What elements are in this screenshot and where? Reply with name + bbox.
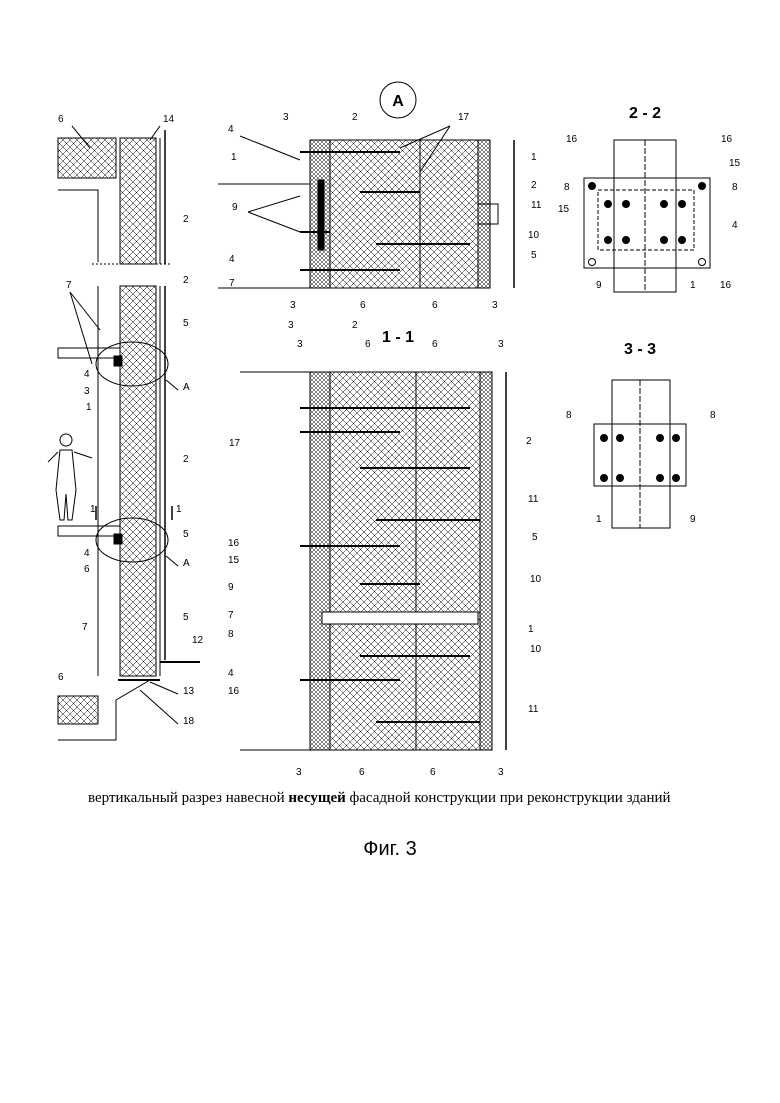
callout-detailA-2: 2 [352, 112, 358, 123]
callout-s22-1: 1 [690, 280, 696, 291]
callout-detailA-6: 6 [432, 300, 438, 311]
callout-s22-8: 8 [564, 182, 570, 193]
callout-s11-6: 6 [430, 767, 436, 778]
detail-a-view [218, 82, 514, 288]
callout-s11-6: 6 [432, 339, 438, 350]
callout-s11-3: 3 [498, 767, 504, 778]
figure-caption: вертикальный разрез навесной несущей фас… [88, 788, 708, 808]
callout-s11-6: 6 [359, 767, 365, 778]
callout-left-5: 5 [183, 529, 189, 540]
callout-s11-10: 10 [530, 574, 542, 585]
callout-s33-8: 8 [710, 410, 716, 421]
callout-left-4: 4 [84, 369, 90, 380]
facade-drawing: A 1 - 1 2 - 2 3 - 3 614225743А121154А675… [0, 0, 780, 780]
callout-left-1: 1 [86, 402, 92, 413]
callout-left-4: 4 [84, 548, 90, 559]
callout-s22-15: 15 [558, 204, 570, 215]
callout-detailA-4: 4 [229, 254, 235, 265]
callout-s22-16: 16 [720, 280, 732, 291]
callout-s22-8: 8 [732, 182, 738, 193]
callout-s22-9: 9 [596, 280, 602, 291]
caption-text-before: вертикальный разрез навесной [88, 790, 288, 806]
callout-left-12: 12 [192, 635, 204, 646]
callout-detailA-1: 1 [531, 152, 537, 163]
callout-s11-11: 11 [528, 704, 539, 715]
figure-label: Фиг. 3 [0, 838, 780, 861]
callout-s11-3: 3 [498, 339, 504, 350]
callout-left-2: 2 [183, 214, 189, 225]
callout-left-А: А [183, 558, 190, 569]
callout-s11-9: 9 [228, 582, 234, 593]
callout-detailA-3: 3 [283, 112, 289, 123]
callout-left-3: 3 [84, 386, 90, 397]
callout-s33-1: 1 [596, 514, 602, 525]
callout-s33-9: 9 [690, 514, 696, 525]
callout-s22-16: 16 [721, 134, 733, 145]
callout-s11-6: 6 [365, 339, 371, 350]
callout-left-13: 13 [183, 686, 195, 697]
callout-detailA-2: 2 [352, 320, 358, 331]
callout-left-5: 5 [183, 318, 189, 329]
callout-s11-11: 11 [528, 494, 539, 505]
section-1-1-title: 1 - 1 [382, 329, 414, 346]
callout-s33-8: 8 [566, 410, 572, 421]
callout-s11-2: 2 [526, 436, 532, 447]
callout-s11-8: 8 [228, 629, 234, 640]
callout-left-7: 7 [82, 622, 88, 633]
section-2-2-view [584, 140, 710, 292]
callout-detailA-6: 6 [360, 300, 366, 311]
callout-s22-4: 4 [732, 220, 738, 231]
callout-s11-17: 17 [229, 438, 241, 449]
callout-left-2: 2 [183, 454, 189, 465]
callout-left-6: 6 [84, 564, 90, 575]
section-1-1-view [240, 372, 506, 750]
callout-s11-1: 1 [528, 624, 534, 635]
callout-left-5: 5 [183, 612, 189, 623]
callout-s22-16: 16 [566, 134, 578, 145]
callout-s11-15: 15 [228, 555, 240, 566]
callout-detailA-9: 9 [232, 202, 238, 213]
callout-s11-3: 3 [297, 339, 303, 350]
callout-detailA-5: 5 [531, 250, 537, 261]
callout-s11-7: 7 [228, 610, 234, 621]
callout-s11-16: 16 [228, 686, 240, 697]
callout-detailA-1: 1 [231, 152, 237, 163]
callout-left-1: 1 [176, 504, 182, 515]
callout-left-7: 7 [66, 280, 72, 291]
callout-s11-5: 5 [532, 532, 538, 543]
callout-s11-16: 16 [228, 538, 240, 549]
callout-s11-3: 3 [296, 767, 302, 778]
callout-detailA-17: 17 [458, 112, 470, 123]
callout-detailA-11: 11 [531, 200, 542, 211]
callout-detailA-4: 4 [228, 124, 234, 135]
callout-s22-15: 15 [729, 158, 741, 169]
detail-a-label: A [392, 93, 404, 110]
callout-left-А: А [183, 382, 190, 393]
callout-s11-10: 10 [530, 644, 542, 655]
caption-text-after: фасадной конструкции при реконструкции з… [346, 790, 671, 806]
callout-left-18: 18 [183, 716, 195, 727]
vertical-section-view [48, 126, 200, 740]
callout-detailA-10: 10 [528, 230, 540, 241]
callout-left-2: 2 [183, 275, 189, 286]
callout-left-6: 6 [58, 114, 64, 125]
section-3-3-title: 3 - 3 [624, 341, 656, 358]
caption-text-bold: несущей [288, 790, 345, 806]
callout-s11-4: 4 [228, 668, 234, 679]
section-3-3-view [594, 380, 686, 528]
callout-detailA-3: 3 [288, 320, 294, 331]
callout-left-1: 1 [90, 504, 96, 515]
callout-detailA-3: 3 [290, 300, 296, 311]
callout-left-6: 6 [58, 672, 64, 683]
callout-detailA-2: 2 [531, 180, 537, 191]
section-2-2-title: 2 - 2 [629, 105, 661, 122]
callout-detailA-3: 3 [492, 300, 498, 311]
callout-detailA-7: 7 [229, 278, 235, 289]
callout-left-14: 14 [163, 114, 175, 125]
